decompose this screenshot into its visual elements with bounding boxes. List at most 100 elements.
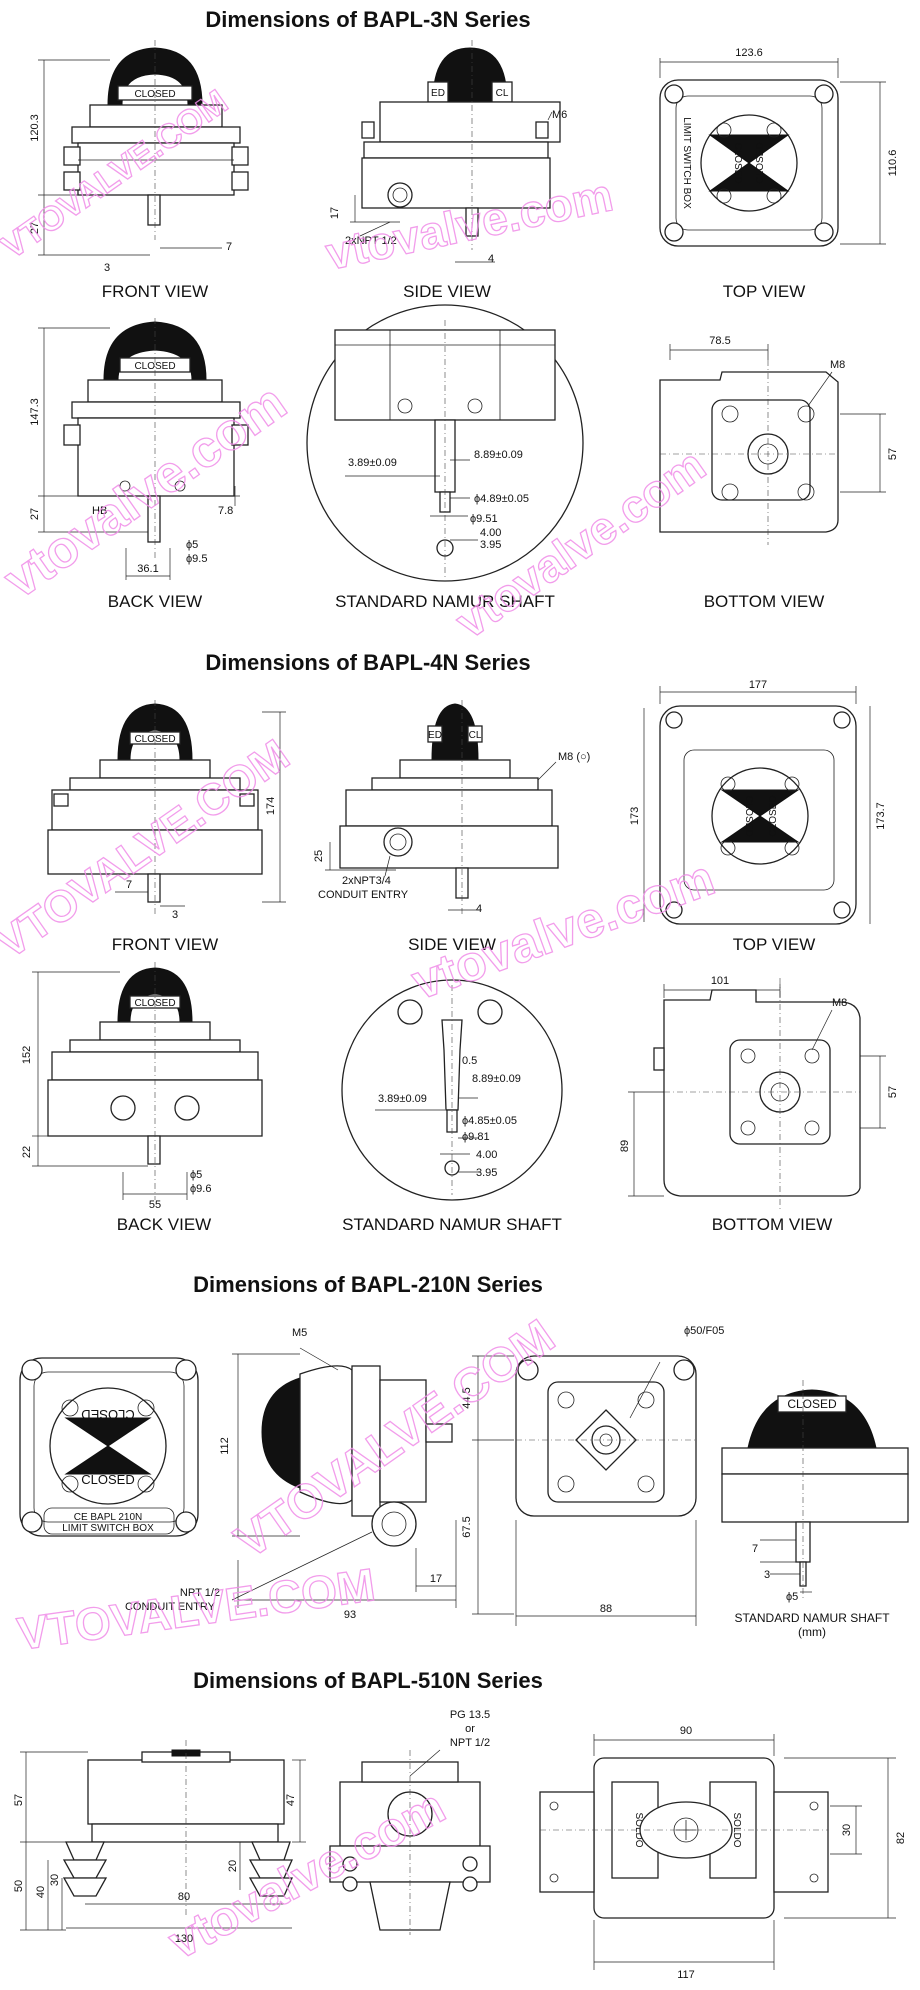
section-title-bapl-3n: Dimensions of BAPL-3N Series (205, 7, 530, 32)
svg-text:ED: ED (431, 88, 445, 99)
bapl3n-front-view-drawing: CLOSED (38, 40, 249, 256)
bapl3n-top-dim-width: 123.6 (735, 47, 763, 59)
bapl510n-dim-or: or (465, 1723, 475, 1735)
bapl3n-back-dim-base: 27 (29, 508, 41, 520)
svg-text:ED: ED (428, 730, 442, 741)
bapl4n-top-view-label: TOP VIEW (733, 935, 816, 954)
bapl4n-back-dim-55: 55 (149, 1199, 161, 1211)
bapl3n-shaft-label: STANDARD NAMUR SHAFT (335, 592, 555, 611)
section-title-bapl-210n: Dimensions of BAPL-210N Series (193, 1272, 543, 1297)
bapl4n-side-dim-25: 25 (313, 850, 325, 862)
bapl3n-bottom-view-label: BOTTOM VIEW (704, 592, 825, 611)
bapl4n-back-view-drawing: CLOSED (32, 962, 263, 1200)
bapl3n-side-view-drawing: ED CL (350, 40, 561, 263)
bapl3n-bottom-view-drawing (659, 344, 886, 545)
bapl210n-dim-7: 7 (752, 1543, 758, 1555)
bapl3n-front-dim-3: 3 (104, 262, 110, 274)
bapl510n-dim-82: 82 (895, 1832, 907, 1844)
bapl510n-dim-20: 20 (227, 1860, 239, 1872)
bapl210n-dim-3: 3 (764, 1569, 770, 1581)
bapl4n-back-dim-152: 152 (21, 1046, 33, 1064)
bapl4n-front-dim-7: 7 (126, 879, 132, 891)
bapl4n-bottom-view-label: BOTTOM VIEW (712, 1215, 833, 1234)
bapl4n-bottom-dim-57: 57 (887, 1086, 899, 1098)
bapl510n-dim-90: 90 (680, 1725, 692, 1737)
bapl3n-front-dim-7: 7 (226, 241, 232, 253)
bapl4n-side-dim-4: 4 (476, 903, 482, 915)
bapl510n-dim-130: 130 (175, 1933, 193, 1945)
bapl210n-shaft-drawing: CLOSED (721, 1380, 909, 1600)
bapl3n-side-dim-17: 17 (329, 207, 341, 219)
bapl4n-front-view-drawing: CLOSED (47, 700, 286, 915)
bapl210n-bottom-drawing (472, 1355, 697, 1626)
bapl3n-top-dim-height: 110.6 (887, 150, 899, 177)
bapl210n-dim-17: 17 (430, 1573, 442, 1585)
bapl3n-bottom-dim-57: 57 (887, 448, 899, 460)
section-title-bapl-510n: Dimensions of BAPL-510N Series (193, 1668, 543, 1693)
bapl3n-back-view-label: BACK VIEW (108, 592, 202, 611)
bapl3n-side-dim-m6: M6 (552, 109, 567, 121)
bapl3n-back-dim-phi5: ϕ5 (186, 539, 198, 551)
bapl4n-back-view-label: BACK VIEW (117, 1215, 211, 1234)
bapl4n-shaft-dim-3-95: 3.95 (476, 1167, 497, 1179)
bapl3n-shaft-dim-8-89: 8.89±0.09 (474, 449, 523, 461)
bapl4n-shaft-label: STANDARD NAMUR SHAFT (342, 1215, 562, 1234)
bapl210n-mm-note: (mm) (798, 1625, 826, 1639)
bapl3n-front-dim-base: 27 (29, 222, 41, 234)
bapl3n-side-dim-npt: 2xNPT 1/2 (345, 235, 397, 247)
svg-text:CLOSED: CLOSED (743, 795, 754, 836)
bapl510n-dim-40: 40 (35, 1886, 47, 1898)
bapl3n-bottom-dim-78-5: 78.5 (709, 335, 730, 347)
bapl210n-front-drawing: CLOSED CLOSED CE BAPL 210N LIMIT SWITCH … (19, 1357, 199, 1537)
bapl4n-side-dim-conduit: CONDUIT ENTRY (318, 889, 409, 901)
bapl4n-bottom-dim-101: 101 (711, 975, 729, 987)
bapl4n-shaft-dim-0-5: 0.5 (462, 1055, 477, 1067)
svg-text:CE BAPL 210N: CE BAPL 210N (74, 1512, 143, 1523)
bapl3n-back-dim-36-1: 36.1 (137, 563, 158, 575)
bapl210n-dim-112: 112 (219, 1437, 231, 1455)
bapl4n-back-dim-phi9-6: ϕ9.6 (190, 1183, 211, 1195)
bapl210n-dim-conduit: CONDUIT ENTRY (125, 1601, 216, 1613)
bapl4n-front-view-label: FRONT VIEW (112, 935, 218, 954)
bapl3n-shaft-dim-phi4-89: ϕ4.89±0.05 (474, 493, 529, 505)
bapl3n-side-view-label: SIDE VIEW (403, 282, 491, 301)
bapl4n-top-dim-173-7: 173.7 (875, 802, 887, 830)
bapl4n-shaft-dim-3-89: 3.89±0.09 (378, 1093, 427, 1105)
bapl4n-top-view-drawing: CLOSED CLOSED (643, 686, 871, 925)
bapl510n-dim-57: 57 (13, 1794, 25, 1806)
watermark: VTOVALVE.COM (14, 1558, 378, 1660)
bapl4n-back-dim-22: 22 (21, 1146, 33, 1158)
bapl4n-back-dim-phi5: ϕ5 (190, 1169, 202, 1181)
bapl3n-front-dim-height: 120.3 (29, 114, 41, 142)
svg-text:CLOSED: CLOSED (755, 142, 766, 183)
bapl4n-side-view-label: SIDE VIEW (408, 935, 496, 954)
svg-text:CL: CL (496, 88, 509, 99)
bapl3n-back-view-drawing: CLOSED (38, 318, 249, 580)
bapl510n-dim-50: 50 (13, 1880, 25, 1892)
bapl3n-back-dim-height: 147.3 (29, 398, 41, 426)
bapl510n-dim-pg: PG 13.5 (450, 1709, 490, 1721)
svg-text:SOLDO: SOLDO (633, 1812, 644, 1847)
bapl510n-dim-47: 47 (285, 1794, 297, 1806)
bapl210n-dim-f05: ϕ50/F05 (684, 1325, 724, 1337)
bapl3n-shaft-dim-3-89: 3.89±0.09 (348, 457, 397, 469)
bapl4n-shaft-dim-phi4-85: ϕ4.85±0.05 (462, 1115, 517, 1127)
bapl3n-shaft-drawing (306, 304, 584, 582)
bapl3n-shaft-dim-3-95: 3.95 (480, 539, 501, 551)
bapl510n-side-drawing (329, 1749, 491, 1935)
bapl3n-side-dim-4: 4 (488, 253, 494, 265)
bapl3n-bottom-dim-m8: M8 (830, 359, 845, 371)
bapl510n-dim-30: 30 (49, 1874, 61, 1886)
bapl4n-front-dim-174: 174 (265, 797, 277, 815)
section-title-bapl-4n: Dimensions of BAPL-4N Series (205, 650, 530, 675)
bapl210n-shaft-label: STANDARD NAMUR SHAFT (734, 1611, 890, 1625)
bapl210n-dim-88: 88 (600, 1603, 612, 1615)
bapl3n-front-view-label: FRONT VIEW (102, 282, 208, 301)
bapl4n-side-dim-npt: 2xNPT3/4 (342, 875, 391, 887)
bapl4n-bottom-view-drawing (628, 978, 886, 1210)
bapl4n-bottom-dim-m8: M8 (832, 997, 847, 1009)
svg-text:CLOSED: CLOSED (768, 795, 779, 836)
bapl4n-shaft-dim-phi9-81: ϕ9.81 (462, 1131, 490, 1143)
watermark: vtovalve.com (405, 849, 722, 1010)
